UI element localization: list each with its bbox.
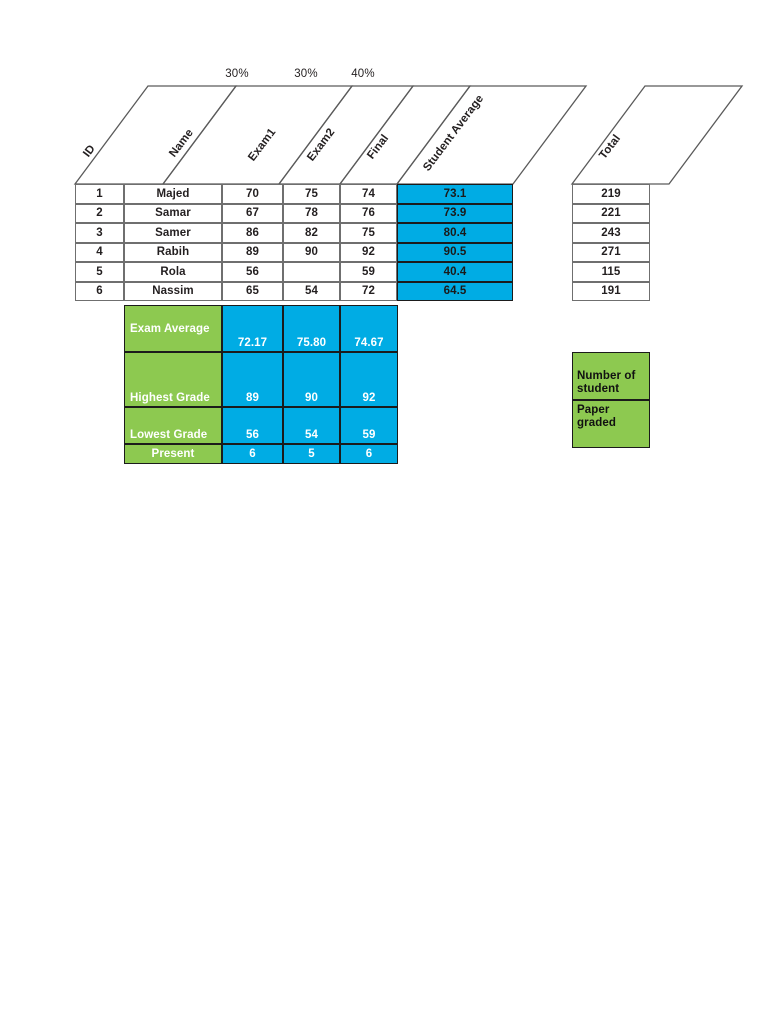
cell-student-average[interactable]: 73.9 <box>397 203 513 223</box>
cell-final[interactable]: 76 <box>340 203 397 223</box>
cell-exam1[interactable]: 86 <box>222 223 283 243</box>
cell-exam2[interactable]: 82 <box>283 223 340 243</box>
cell-name[interactable]: Rola <box>124 262 222 282</box>
number-of-student-line1: Number of <box>577 369 636 382</box>
number-of-student-line2: student <box>577 382 620 395</box>
stat-value-final[interactable]: 6 <box>340 444 398 464</box>
stat-row-label[interactable]: Present <box>124 444 222 464</box>
cell-final[interactable]: 74 <box>340 184 397 204</box>
cell-total[interactable]: 115 <box>572 262 650 282</box>
stat-row-label[interactable]: Exam Average <box>124 305 222 352</box>
cell-exam1[interactable]: 65 <box>222 281 283 301</box>
paper-graded-line2: graded <box>577 417 616 430</box>
cell-total[interactable]: 219 <box>572 184 650 204</box>
weight-exam2: 30% <box>294 68 318 80</box>
stat-row-label[interactable]: Lowest Grade <box>124 407 222 444</box>
cell-name[interactable]: Rabih <box>124 242 222 262</box>
table-header-band: ID Name Exam1 Exam2 Final Student Averag… <box>0 84 768 185</box>
stat-value-exam2[interactable]: 54 <box>283 407 340 444</box>
stat-row-label[interactable]: Highest Grade <box>124 352 222 407</box>
cell-name[interactable]: Majed <box>124 184 222 204</box>
weight-exam1: 30% <box>225 68 249 80</box>
cell-exam2[interactable]: 78 <box>283 203 340 223</box>
stat-value-exam2[interactable]: 90 <box>283 352 340 407</box>
cell-student-average[interactable]: 64.5 <box>397 281 513 301</box>
cell-total[interactable]: 221 <box>572 203 650 223</box>
header-shape-id <box>73 85 238 185</box>
cell-total[interactable]: 243 <box>572 223 650 243</box>
cell-final[interactable]: 92 <box>340 242 397 262</box>
stat-value-exam2[interactable]: 75.80 <box>283 305 340 352</box>
cell-final[interactable]: 72 <box>340 281 397 301</box>
cell-exam2[interactable]: 54 <box>283 281 340 301</box>
cell-name[interactable]: Nassim <box>124 281 222 301</box>
cell-id[interactable]: 1 <box>75 184 124 204</box>
cell-final[interactable]: 59 <box>340 262 397 282</box>
cell-name[interactable]: Samer <box>124 223 222 243</box>
cell-exam1[interactable]: 56 <box>222 262 283 282</box>
stat-value-final[interactable]: 74.67 <box>340 305 398 352</box>
paper-graded-line1: Paper <box>577 404 610 416</box>
weight-final: 40% <box>351 68 375 80</box>
stat-value-exam1[interactable]: 72.17 <box>222 305 283 352</box>
number-of-student-box: Number of student <box>572 352 650 400</box>
weights-row: 30% 30% 40% <box>0 68 768 84</box>
cell-id[interactable]: 2 <box>75 203 124 223</box>
header-shape-exam1 <box>277 85 415 185</box>
cell-exam1[interactable]: 89 <box>222 242 283 262</box>
cell-exam1[interactable]: 70 <box>222 184 283 204</box>
stat-value-exam1[interactable]: 89 <box>222 352 283 407</box>
header-shape-studentaverage-gap <box>513 86 600 184</box>
cell-student-average[interactable]: 73.1 <box>397 184 513 204</box>
cell-id[interactable]: 3 <box>75 223 124 243</box>
cell-student-average[interactable]: 40.4 <box>397 262 513 282</box>
paper-graded-box: Paper graded <box>572 400 650 448</box>
cell-id[interactable]: 5 <box>75 262 124 282</box>
cell-exam2[interactable] <box>283 262 340 282</box>
cell-id[interactable]: 4 <box>75 242 124 262</box>
cell-exam1[interactable]: 67 <box>222 203 283 223</box>
cell-exam2[interactable]: 75 <box>283 184 340 204</box>
stat-value-final[interactable]: 92 <box>340 352 398 407</box>
cell-id[interactable]: 6 <box>75 281 124 301</box>
cell-student-average[interactable]: 90.5 <box>397 242 513 262</box>
cell-final[interactable]: 75 <box>340 223 397 243</box>
cell-total[interactable]: 191 <box>572 281 650 301</box>
cell-exam2[interactable]: 90 <box>283 242 340 262</box>
cell-name[interactable]: Samar <box>124 203 222 223</box>
stat-value-exam2[interactable]: 5 <box>283 444 340 464</box>
stat-value-final[interactable]: 59 <box>340 407 398 444</box>
cell-total[interactable]: 271 <box>572 242 650 262</box>
stat-value-exam1[interactable]: 56 <box>222 407 283 444</box>
stat-value-exam1[interactable]: 6 <box>222 444 283 464</box>
header-shape-total <box>570 85 744 185</box>
cell-student-average[interactable]: 80.4 <box>397 223 513 243</box>
